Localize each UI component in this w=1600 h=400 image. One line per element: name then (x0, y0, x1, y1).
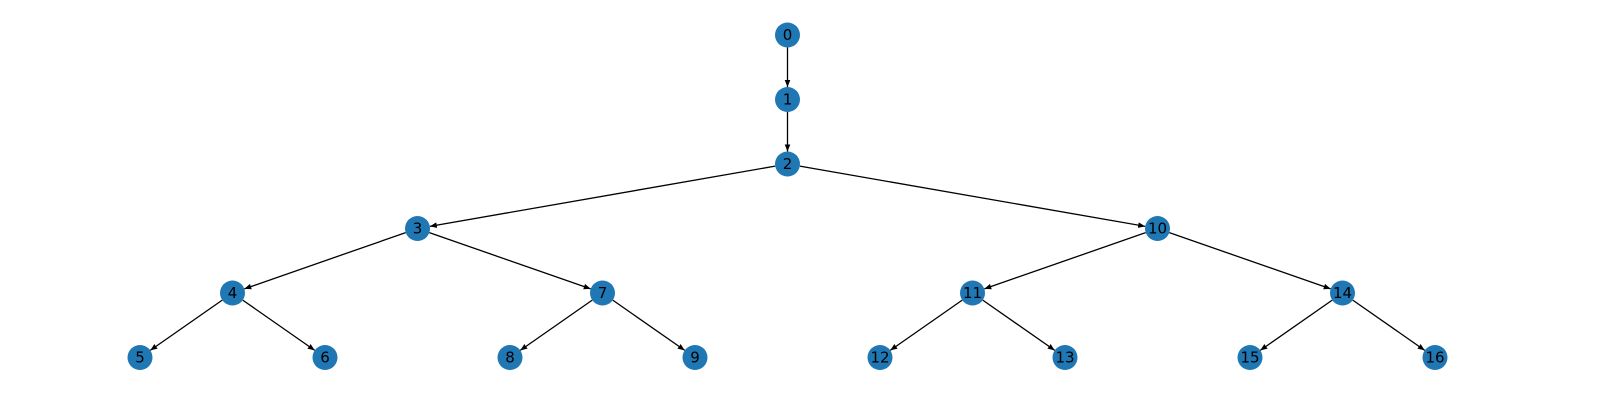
edge-14-16 (1352, 299, 1426, 351)
node-label-16: 16 (1425, 349, 1444, 367)
node-6: 6 (312, 345, 338, 370)
edge-11-12 (889, 299, 963, 351)
node-0: 0 (775, 22, 800, 48)
edge-2-10 (799, 165, 1146, 228)
node-circle-5 (127, 345, 153, 370)
node-circle-11 (960, 280, 985, 306)
node-circle-4 (220, 280, 245, 306)
node-circle-8 (497, 345, 523, 370)
node-label-12: 12 (870, 349, 889, 367)
edge-4-6 (242, 299, 316, 351)
edge-3-4 (244, 232, 406, 290)
edges-layer (149, 47, 1426, 351)
node-label-13: 13 (1055, 349, 1074, 367)
node-circle-10 (1145, 216, 1170, 241)
node-2: 2 (775, 151, 800, 177)
node-8: 8 (497, 345, 523, 370)
node-circle-15 (1237, 345, 1263, 370)
node-circle-1 (775, 87, 800, 112)
node-label-10: 10 (1148, 220, 1167, 238)
node-circle-6 (312, 345, 338, 370)
node-label-2: 2 (783, 155, 793, 173)
node-label-3: 3 (413, 220, 423, 238)
node-14: 14 (1330, 280, 1355, 306)
node-11: 11 (960, 280, 985, 306)
node-12: 12 (867, 345, 893, 370)
node-circle-16 (1422, 345, 1448, 370)
node-circle-13 (1052, 345, 1078, 370)
node-label-7: 7 (598, 284, 608, 302)
node-label-6: 6 (320, 349, 330, 367)
node-label-15: 15 (1240, 349, 1259, 367)
node-16: 16 (1422, 345, 1448, 370)
node-7: 7 (590, 280, 615, 306)
node-label-11: 11 (963, 284, 982, 302)
edge-14-15 (1259, 299, 1333, 351)
node-label-4: 4 (228, 284, 238, 302)
node-4: 4 (220, 280, 245, 306)
edge-7-8 (519, 299, 593, 351)
edge-2-3 (429, 165, 776, 228)
node-label-9: 9 (690, 349, 700, 367)
node-3: 3 (405, 216, 430, 241)
node-5: 5 (127, 345, 153, 370)
node-circle-7 (590, 280, 615, 306)
node-label-5: 5 (135, 349, 145, 367)
edge-3-7 (429, 232, 591, 290)
node-10: 10 (1145, 216, 1170, 241)
node-15: 15 (1237, 345, 1263, 370)
node-circle-3 (405, 216, 430, 241)
node-circle-9 (682, 345, 708, 370)
node-label-8: 8 (505, 349, 515, 367)
node-circle-0 (775, 22, 800, 48)
edge-4-5 (149, 299, 223, 351)
node-circle-2 (775, 151, 800, 177)
node-13: 13 (1052, 345, 1078, 370)
node-label-1: 1 (783, 91, 793, 109)
node-9: 9 (682, 345, 708, 370)
edge-10-11 (984, 232, 1146, 290)
node-1: 1 (775, 87, 800, 112)
node-circle-12 (867, 345, 893, 370)
node-label-14: 14 (1333, 284, 1352, 302)
edge-7-9 (612, 299, 686, 351)
edge-10-14 (1169, 232, 1331, 290)
edge-11-13 (982, 299, 1056, 351)
node-circle-14 (1330, 280, 1355, 306)
node-label-0: 0 (783, 26, 793, 44)
